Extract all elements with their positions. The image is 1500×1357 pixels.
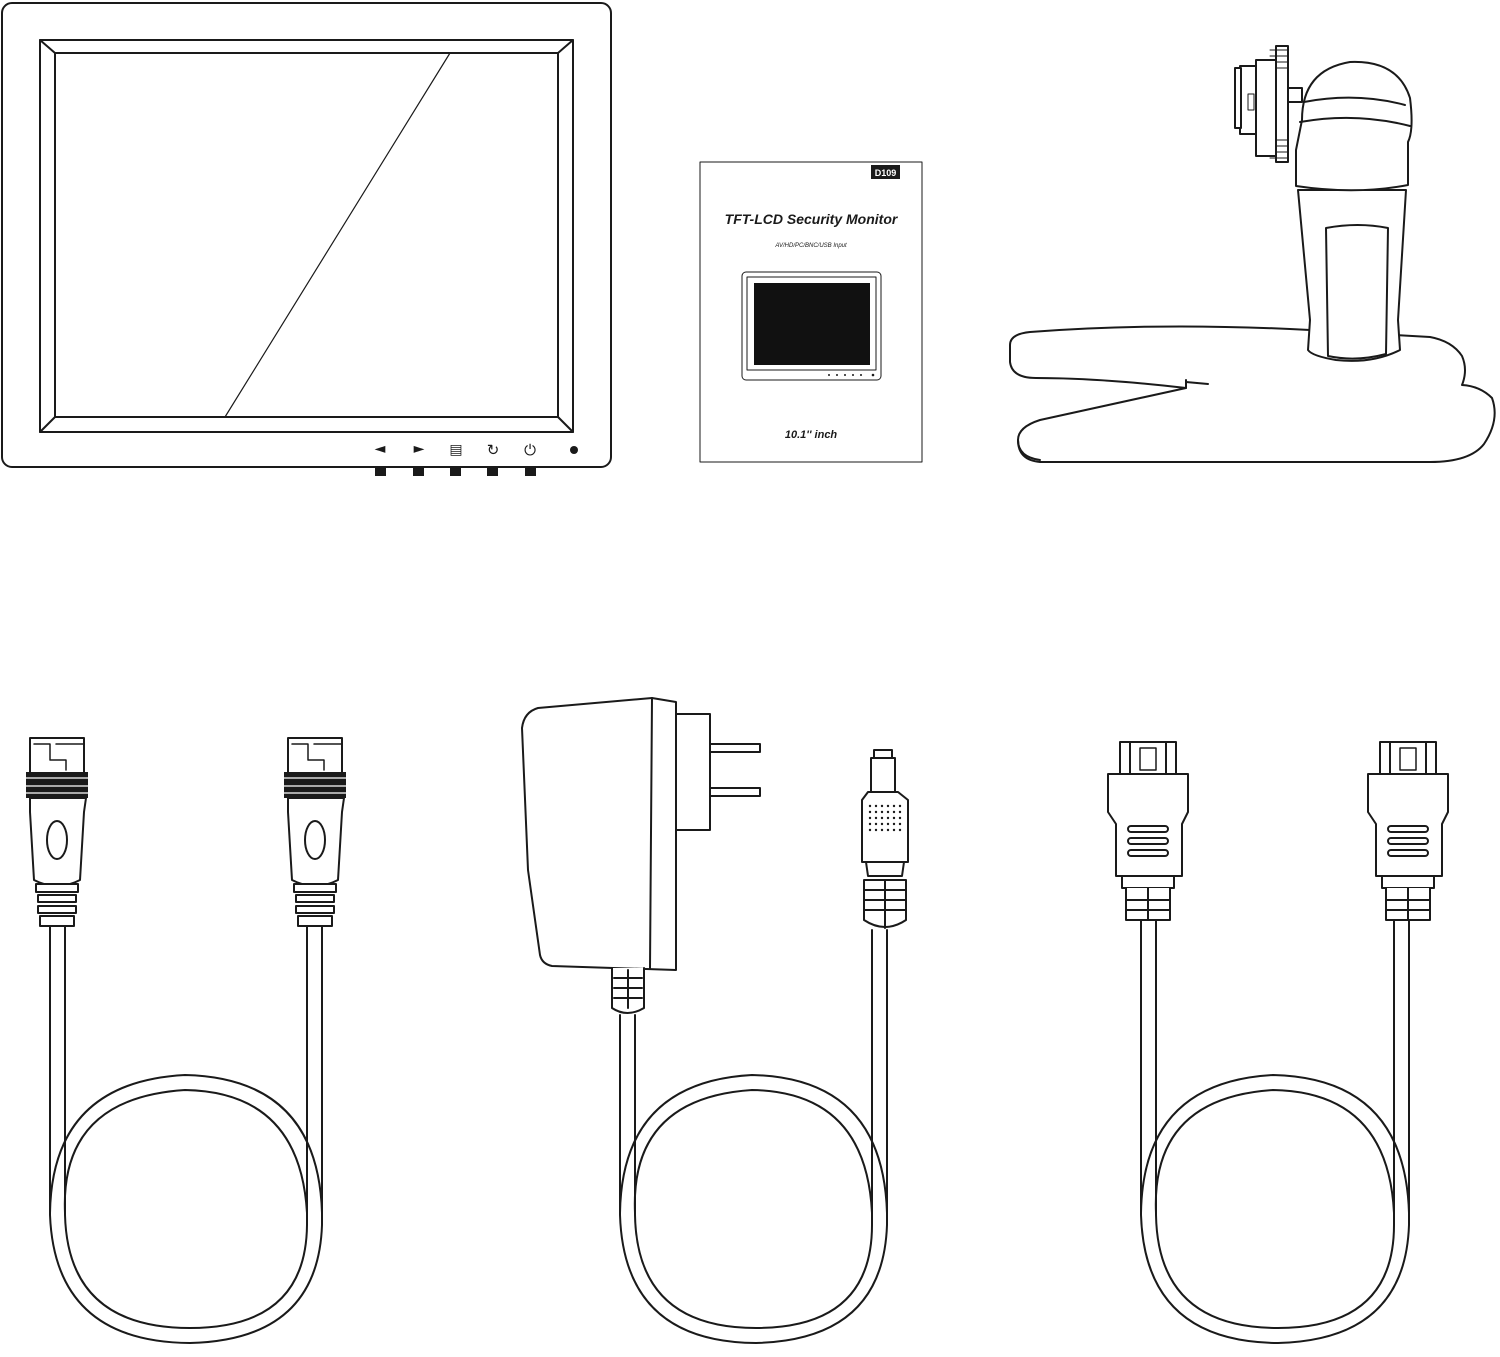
bnc-connector-left xyxy=(25,737,89,927)
manual-title: TFT-LCD Security Monitor xyxy=(725,211,899,227)
dc-barrel-plug xyxy=(861,749,909,929)
monitor-button-tabs xyxy=(375,467,536,476)
screen-glare-line xyxy=(224,52,451,418)
hdmi-connector-left xyxy=(1107,741,1189,921)
bnc-video-cable xyxy=(25,737,347,1344)
manual-subtitle: AV/HD/PC/BNC/USB Input xyxy=(774,243,847,249)
power-led-indicator xyxy=(570,446,578,454)
manual-size: 10.1'' inch xyxy=(785,429,838,441)
power-icon[interactable]: ⏻ xyxy=(524,441,536,459)
hdmi-connector-right xyxy=(1367,741,1449,921)
manual-badge-text: D109 xyxy=(875,168,897,178)
user-manual: D109 TFT-LCD Security Monitor AV/HD/PC/B… xyxy=(699,161,923,463)
manual-badge xyxy=(871,165,900,179)
bnc-connector-right xyxy=(283,737,347,927)
desk-stand xyxy=(1009,45,1496,463)
monitor: ◄ ► ▤ ↻ ⏻ xyxy=(1,2,612,476)
left-arrow-icon[interactable]: ◄ xyxy=(375,441,386,457)
right-arrow-icon[interactable]: ► xyxy=(414,441,425,457)
power-adapter xyxy=(521,697,909,1344)
manual-monitor-screen xyxy=(754,283,870,365)
source-cycle-icon[interactable]: ↻ xyxy=(487,441,500,459)
menu-icon[interactable]: ▤ xyxy=(449,442,462,458)
hdmi-cable xyxy=(1107,741,1449,1344)
